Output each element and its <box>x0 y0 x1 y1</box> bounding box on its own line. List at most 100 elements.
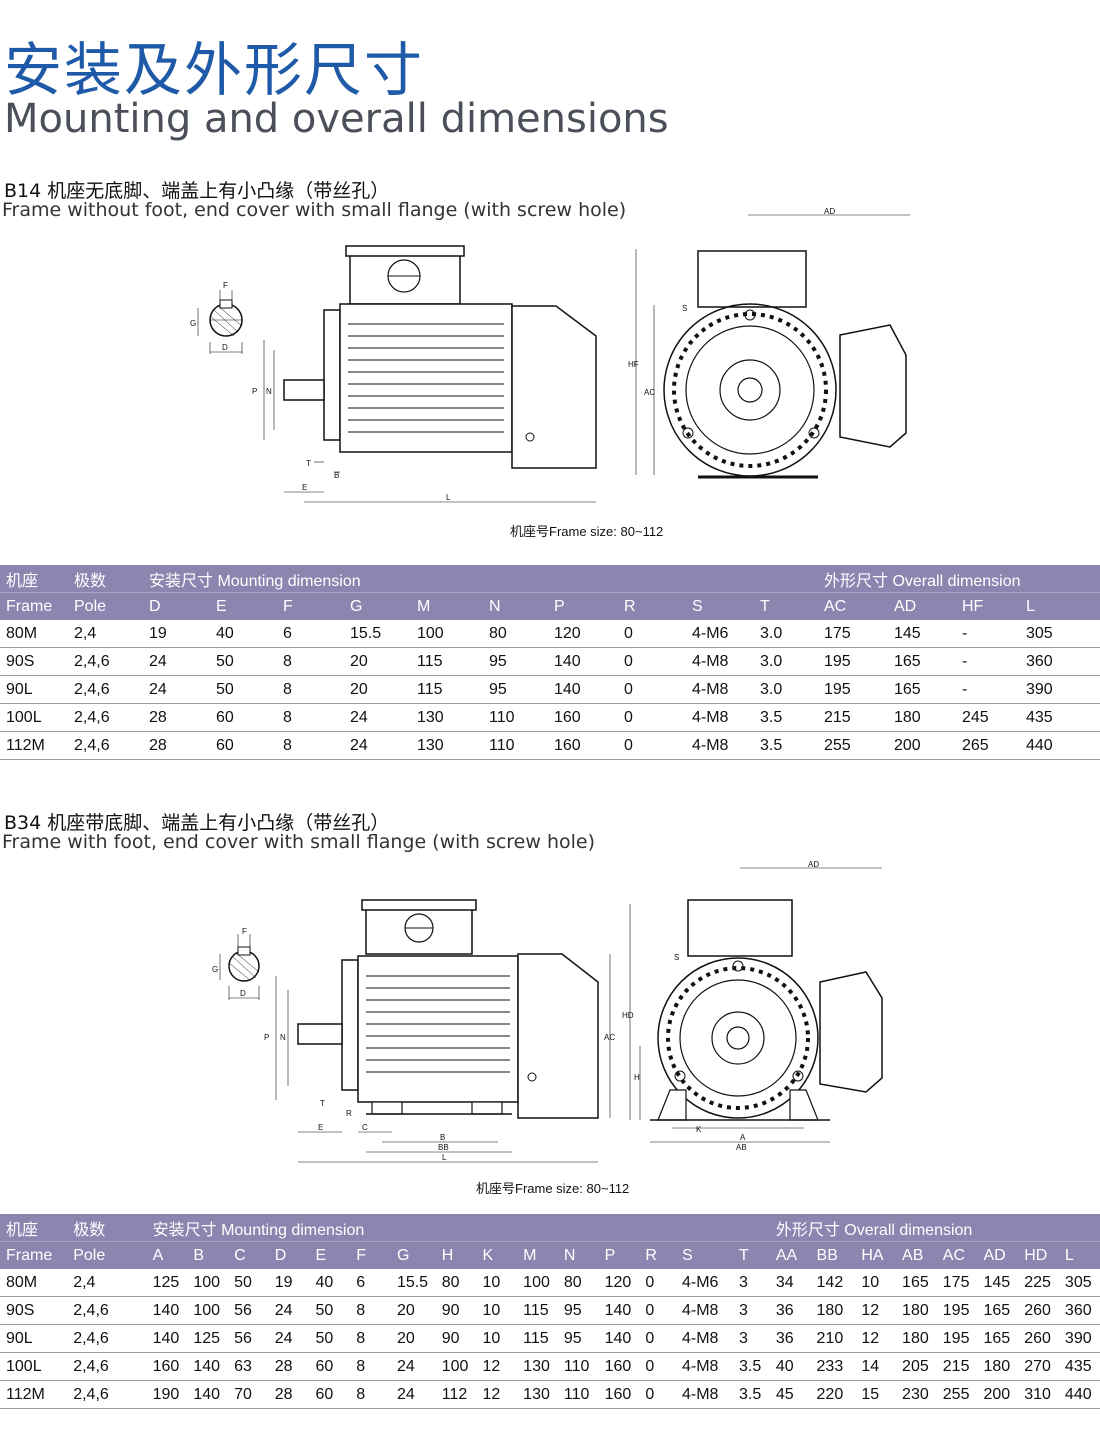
table-cell: 3.5 <box>754 703 818 732</box>
table-cell: 8 <box>277 675 344 704</box>
table-cell: 95 <box>483 675 548 704</box>
table-cell: 225 <box>1018 1269 1059 1297</box>
b34-label-AD: AD <box>808 860 819 869</box>
table-cell: 80M <box>0 1269 68 1297</box>
b34-label-C: C <box>362 1123 368 1132</box>
table-cell: 36 <box>769 1324 811 1353</box>
table-cell: 2,4 <box>67 1269 147 1297</box>
table-cell: 215 <box>936 1352 978 1381</box>
table-cell: - <box>956 647 1020 676</box>
table-cell: 145 <box>888 620 956 648</box>
table-cell: 0 <box>618 703 686 732</box>
table-cell: 2,4,6 <box>67 1296 147 1325</box>
table-cell: 2,4,6 <box>68 675 143 704</box>
b14-label-D: D <box>222 343 228 352</box>
table-cell: 3.5 <box>733 1380 770 1409</box>
table-cell: 80 <box>435 1269 477 1297</box>
table-cell: 90L <box>0 1324 68 1353</box>
b14-label-T: T <box>306 459 311 468</box>
b34-col-header: AC <box>936 1241 978 1269</box>
table-cell: 220 <box>810 1380 856 1409</box>
table-cell: 0 <box>618 675 686 704</box>
table-cell: 8 <box>350 1352 391 1381</box>
table-cell: 440 <box>1020 731 1100 760</box>
b34-heading-cn: B34 机座带底脚、端盖上有小凸缘（带丝孔） <box>4 812 390 834</box>
table-cell: 305 <box>1020 620 1100 648</box>
b34-label-G: G <box>212 965 218 974</box>
b34-side-view-drawing: P N T R E C B BB L AC <box>262 890 622 1165</box>
table-cell: 200 <box>977 1380 1019 1409</box>
table-cell: 160 <box>146 1352 188 1381</box>
table-cell: 10 <box>476 1324 518 1353</box>
table-cell: 3.5 <box>754 731 818 760</box>
b34-col-header: G <box>390 1241 436 1269</box>
b14-label-P: P <box>252 387 257 396</box>
b14-header-pole-cn: 极数 <box>68 565 143 593</box>
table-cell: 130 <box>411 703 483 732</box>
b14-header-pole-en: Pole <box>68 592 143 620</box>
table-cell: 145 <box>977 1269 1019 1297</box>
b34-label-E: E <box>318 1123 323 1132</box>
table-cell: 24 <box>268 1296 310 1325</box>
b14-header-overall: 外形尺寸 Overall dimension <box>818 565 1100 593</box>
table-cell: 24 <box>143 647 210 676</box>
table-cell: 180 <box>977 1352 1019 1381</box>
table-cell: 24 <box>390 1352 436 1381</box>
table-cell: 95 <box>557 1296 599 1325</box>
b14-label-AD: AD <box>824 207 835 216</box>
b14-label-N: N <box>266 387 272 396</box>
table-cell: - <box>956 675 1020 704</box>
b34-label-T: T <box>320 1099 325 1108</box>
b14-col-header: G <box>344 592 411 620</box>
table-cell: 0 <box>618 647 686 676</box>
table-cell: 24 <box>344 731 411 760</box>
b34-label-L: L <box>442 1153 447 1162</box>
table-cell: 24 <box>344 703 411 732</box>
b34-label-P: P <box>264 1033 269 1042</box>
table-cell: 100 <box>187 1296 229 1325</box>
b34-header-frame-cn: 机座 <box>0 1214 68 1242</box>
b14-caption: 机座号Frame size: 80~112 <box>510 524 664 539</box>
table-cell: 440 <box>1058 1380 1100 1409</box>
b14-label-B: B <box>334 471 339 480</box>
table-cell: 20 <box>390 1296 436 1325</box>
table-cell: 390 <box>1020 675 1100 704</box>
table-cell: 50 <box>228 1269 269 1297</box>
table-cell: 0 <box>639 1296 676 1325</box>
table-cell: 435 <box>1020 703 1100 732</box>
table-cell: 100 <box>435 1352 477 1381</box>
table-cell: 40 <box>210 620 277 648</box>
table-cell: 20 <box>390 1324 436 1353</box>
table-cell: 100L <box>0 703 68 732</box>
b34-label-A: A <box>740 1133 746 1142</box>
b34-col-header: HA <box>855 1241 897 1269</box>
table-cell: 4-M8 <box>675 1352 733 1381</box>
table-cell: 260 <box>1018 1324 1059 1353</box>
b34-label-H: H <box>634 1073 640 1082</box>
table-cell: 233 <box>810 1352 856 1381</box>
table-cell: 130 <box>517 1352 558 1381</box>
table-cell: 435 <box>1058 1352 1100 1381</box>
table-cell: 115 <box>517 1296 558 1325</box>
b34-col-header: E <box>309 1241 351 1269</box>
table-cell: 160 <box>548 703 618 732</box>
table-cell: 180 <box>896 1324 937 1353</box>
b34-header-row-top: 机座 极数 安装尺寸 Mounting dimension 外形尺寸 Overa… <box>0 1214 1100 1242</box>
b34-col-header: M <box>517 1241 558 1269</box>
table-cell: 140 <box>146 1324 188 1353</box>
table-cell: 70 <box>228 1380 269 1409</box>
table-cell: 110 <box>557 1380 599 1409</box>
b14-col-header: R <box>618 592 686 620</box>
table-cell: 40 <box>769 1352 811 1381</box>
b34-header-pole-en: Pole <box>67 1241 147 1269</box>
table-cell: 4-M8 <box>686 647 754 676</box>
b34-col-header: T <box>733 1241 770 1269</box>
table-cell: 195 <box>936 1296 978 1325</box>
b14-header-frame-cn: 机座 <box>0 565 68 593</box>
b34-col-header: AD <box>977 1241 1019 1269</box>
table-cell: 110 <box>483 703 548 732</box>
b14-label-G: G <box>190 319 196 328</box>
table-cell: - <box>956 620 1020 648</box>
table-cell: 165 <box>896 1269 937 1297</box>
